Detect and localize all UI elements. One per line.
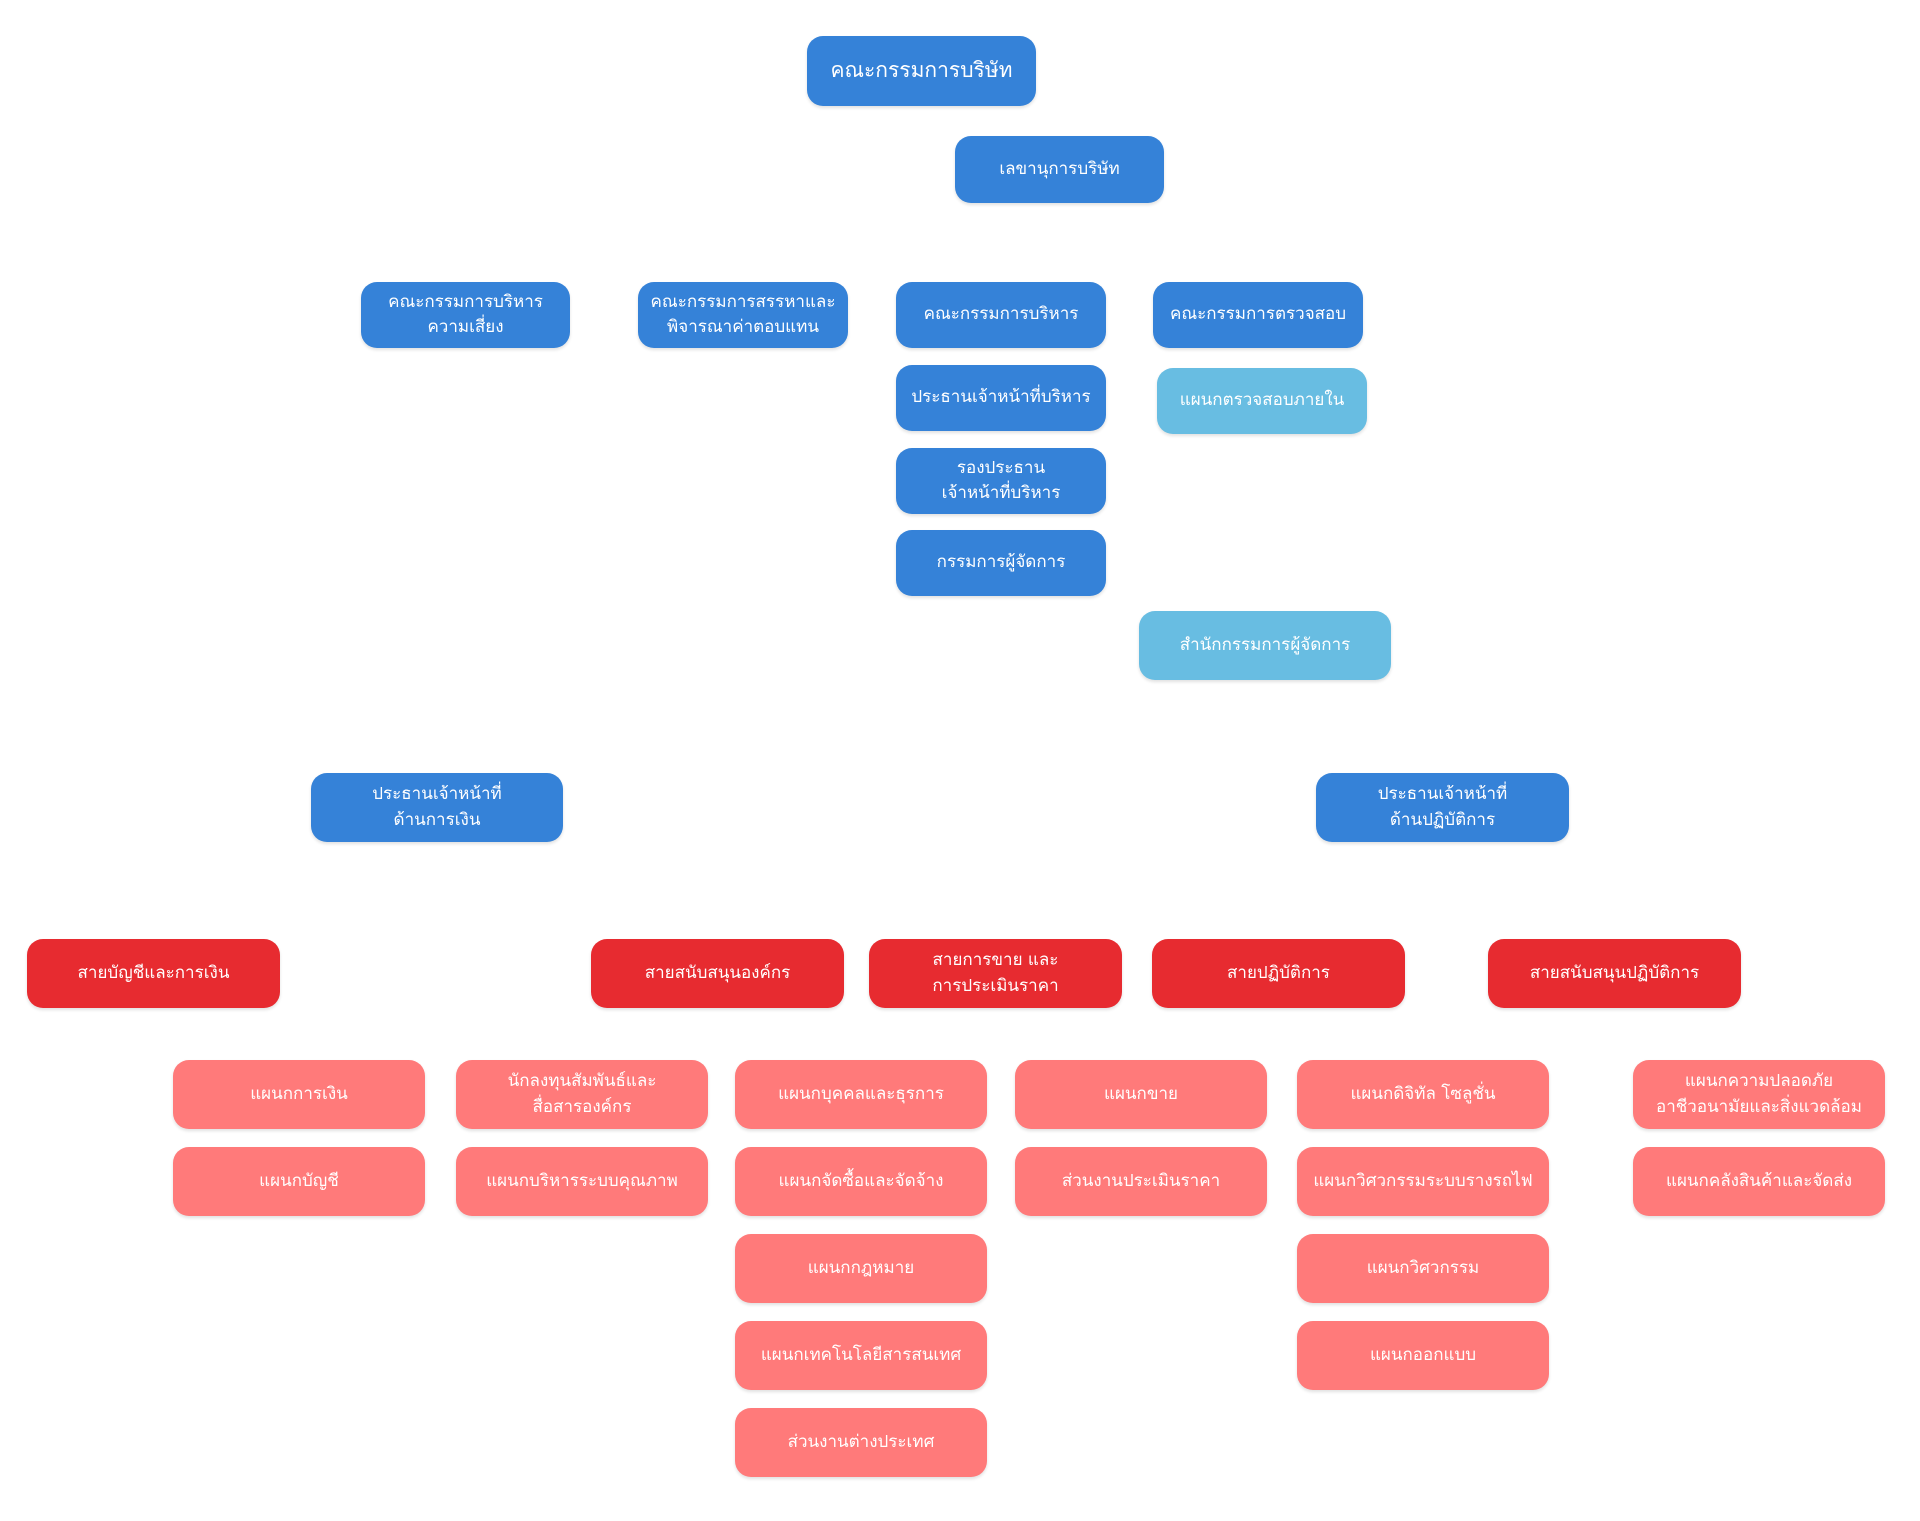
ir-communication-box: นักลงทุนสัมพันธ์และ สื่อสารองค์กร <box>456 1060 708 1129</box>
internal-audit-box: แผนกตรวจสอบภายใน <box>1157 368 1367 434</box>
railway-engineering-box: แผนกวิศวกรรมระบบรางรถไฟ <box>1297 1147 1549 1216</box>
operations-support-line-box: สายสนับสนุนปฏิบัติการ <box>1488 939 1741 1008</box>
design-box: แผนกออกแบบ <box>1297 1321 1549 1390</box>
managing-director-box: กรรมการผู้จัดการ <box>896 530 1106 596</box>
accounting-finance-line-box: สายบัญชีและการเงิน <box>27 939 280 1008</box>
coo-box: ประธานเจ้าหน้าที่ ด้านปฏิบัติการ <box>1316 773 1569 842</box>
sales-department-box: แผนกขาย <box>1015 1060 1267 1129</box>
board-of-directors-box: คณะกรรมการบริษัท <box>807 36 1036 106</box>
overseas-box: ส่วนงานต่างประเทศ <box>735 1408 987 1477</box>
estimation-unit-box: ส่วนงานประเมินราคา <box>1015 1147 1267 1216</box>
deputy-ceo-box: รองประธาน เจ้าหน้าที่บริหาร <box>896 448 1106 514</box>
it-box: แผนกเทคโนโลยีสารสนเทศ <box>735 1321 987 1390</box>
company-secretary-box: เลขานุการบริษัท <box>955 136 1164 203</box>
legal-box: แผนกกฎหมาย <box>735 1234 987 1303</box>
cfo-box: ประธานเจ้าหน้าที่ ด้านการเงิน <box>311 773 563 842</box>
risk-committee-box: คณะกรรมการบริหาร ความเสี่ยง <box>361 282 570 348</box>
md-office-box: สำนักกรรมการผู้จัดการ <box>1139 611 1391 680</box>
operations-line-box: สายปฏิบัติการ <box>1152 939 1405 1008</box>
audit-committee-box: คณะกรรมการตรวจสอบ <box>1153 282 1363 348</box>
quality-management-box: แผนกบริหารระบบคุณภาพ <box>456 1147 708 1216</box>
finance-department-box: แผนกการเงิน <box>173 1060 425 1129</box>
corporate-support-line-box: สายสนับสนุนองค์กร <box>591 939 844 1008</box>
accounting-department-box: แผนกบัญชี <box>173 1147 425 1216</box>
digital-solution-box: แผนกดิจิทัล โซลูชั่น <box>1297 1060 1549 1129</box>
procurement-box: แผนกจัดซื้อและจัดจ้าง <box>735 1147 987 1216</box>
executive-committee-box: คณะกรรมการบริหาร <box>896 282 1106 348</box>
engineering-box: แผนกวิศวกรรม <box>1297 1234 1549 1303</box>
hr-admin-box: แผนกบุคคลและธุรการ <box>735 1060 987 1129</box>
ceo-box: ประธานเจ้าหน้าที่บริหาร <box>896 365 1106 431</box>
warehouse-box: แผนกคลังสินค้าและจัดส่ง <box>1633 1147 1885 1216</box>
safety-box: แผนกความปลอดภัย อาชีวอนามัยและสิ่งแวดล้อ… <box>1633 1060 1885 1129</box>
nomination-committee-box: คณะกรรมการสรรหาและ พิจารณาค่าตอบแทน <box>638 282 848 348</box>
sales-estimation-line-box: สายการขาย และ การประเมินราคา <box>869 939 1122 1008</box>
